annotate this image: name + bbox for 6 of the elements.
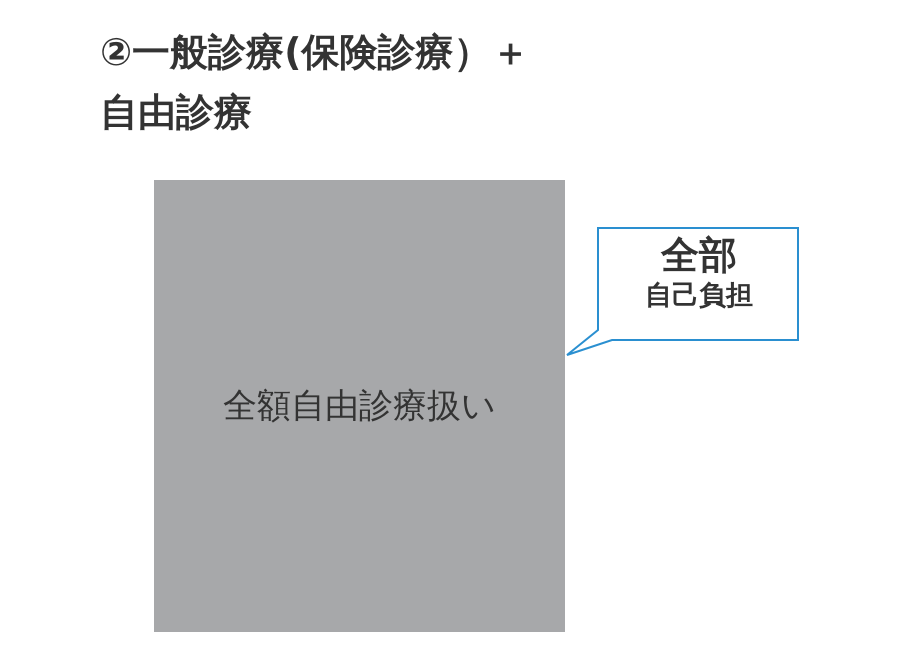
heading-text: 全額自由診療扱い xyxy=(222,385,497,428)
shaded-area xyxy=(154,180,565,632)
speech-bubble xyxy=(565,226,800,358)
heading-text: 全部 xyxy=(660,232,738,278)
body-text: 自己負担 xyxy=(644,279,754,313)
title: ②一般診療(保険診療）＋自由診療 xyxy=(100,29,531,136)
